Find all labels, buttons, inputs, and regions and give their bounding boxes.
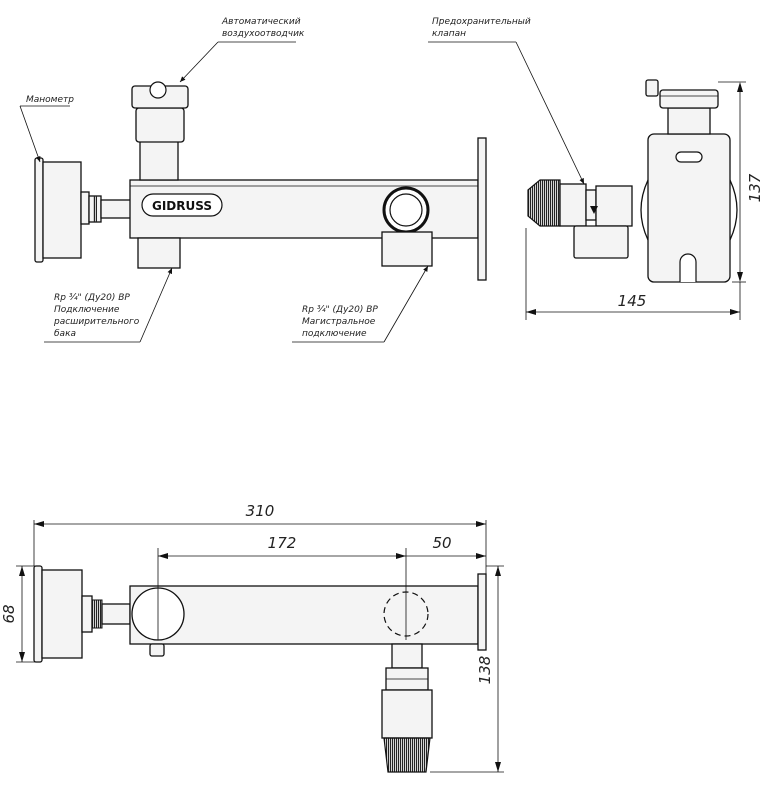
manometer-part (34, 157, 132, 263)
air-vent-label-1: Автоматический (221, 17, 301, 27)
side-dimensions (525, 81, 746, 320)
leaders-front (19, 41, 429, 343)
tank-stub (137, 237, 181, 269)
dim-gauge-diameter: 68 (0, 604, 18, 623)
main-conn-label-1: Rp ¾" (Ду20) ВР (302, 305, 378, 315)
main-conn-label-3: подключение (302, 329, 367, 339)
flange (477, 137, 487, 281)
top-dimensions (16, 520, 504, 773)
valve-knob (527, 179, 561, 227)
air-vent-label-2: воздухоотводчик (222, 29, 305, 39)
front-view: GIDRUSS (34, 81, 487, 281)
tank-conn-label-4: бака (54, 329, 76, 339)
side-view (527, 79, 738, 283)
air-vent-part (131, 81, 189, 181)
brand-badge: GIDRUSS (141, 193, 223, 217)
tank-conn-label-1: Rp ¾" (Ду20) ВР (54, 293, 130, 303)
manometer-label: Манометр (26, 95, 74, 105)
valve-knob-top (383, 737, 431, 773)
top-view (33, 565, 487, 773)
tank-conn-label-2: Подключение (54, 305, 120, 315)
dim-side-height: 137 (746, 173, 764, 202)
safety-valve-label-1: Предохранительный (432, 17, 531, 27)
main-connection-part (381, 186, 433, 267)
brand-text: GIDRUSS (152, 199, 212, 213)
dim-end-offset: 50 (432, 534, 451, 552)
tank-conn-label-3: расширительного (53, 317, 140, 327)
dim-side-width: 145 (618, 292, 647, 310)
dim-valve-height: 138 (476, 656, 494, 685)
dim-total-length: 310 (246, 502, 275, 520)
main-conn-label-2: Магистральное (302, 317, 376, 327)
safety-valve-label-2: клапан (432, 29, 466, 39)
top-body (129, 585, 479, 645)
dim-between-centers: 172 (268, 534, 297, 552)
